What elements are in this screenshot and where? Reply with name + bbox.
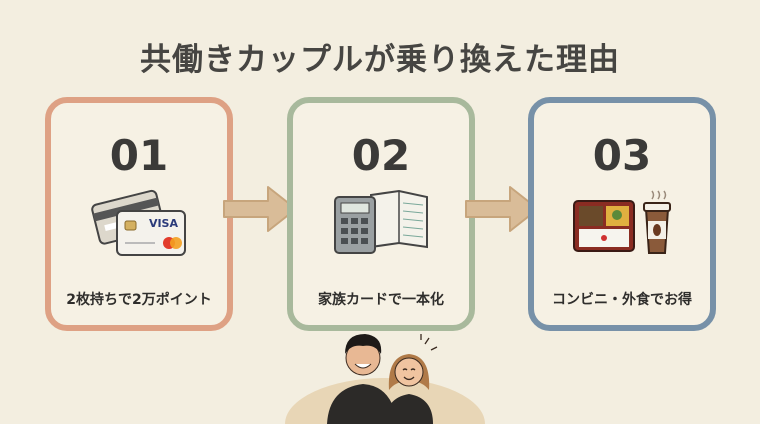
step-label: コンビニ・外食でお得 bbox=[552, 292, 692, 308]
calculator-ledger-icon bbox=[334, 189, 428, 254]
step-number: 03 bbox=[592, 131, 652, 180]
step-card-1: 01 VISA 2枚持ちで2万ポイント bbox=[45, 97, 233, 331]
step-card-2: 02 家族カードで一本化 bbox=[287, 97, 475, 331]
step-card-3: 03 コンビニ・外食でお得 bbox=[528, 97, 716, 331]
step-number: 01 bbox=[109, 131, 169, 180]
step-number: 02 bbox=[351, 131, 411, 180]
step-label: 家族カードで一本化 bbox=[318, 292, 444, 308]
page-title: 共働きカップルが乗り換えた理由 bbox=[140, 42, 620, 78]
step-label: 2枚持ちで2万ポイント bbox=[66, 292, 212, 308]
arrow-right-icon bbox=[223, 186, 297, 232]
couple-illustration bbox=[285, 334, 485, 424]
visa-logo: VISA bbox=[149, 217, 179, 230]
arrow-right-icon bbox=[465, 186, 539, 232]
credit-cards-icon: VISA bbox=[91, 189, 186, 256]
bento-coffee-icon bbox=[573, 190, 671, 254]
